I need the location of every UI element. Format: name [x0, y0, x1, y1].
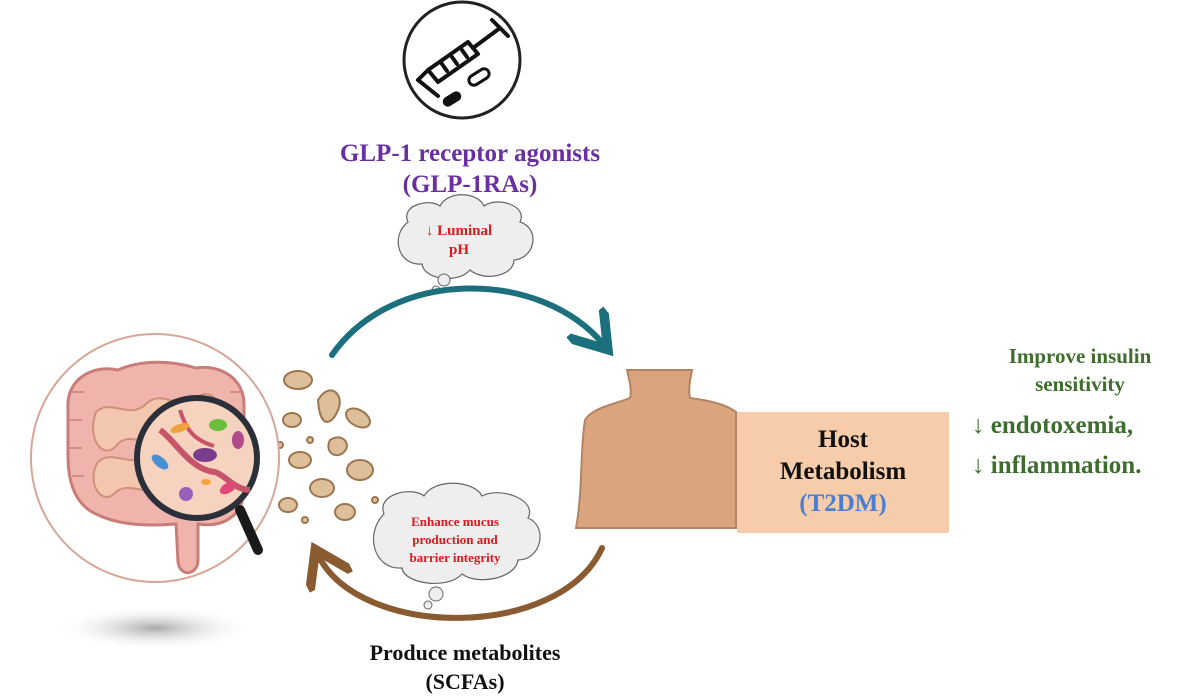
mucus-barrier-line1: Enhance mucus — [411, 514, 499, 529]
drug-title: GLP-1 receptor agonists (GLP-1RAs) — [300, 138, 640, 200]
bottom-cycle-arrow — [318, 548, 605, 621]
outcome-endotoxemia: ↓ endotoxemia, — [972, 412, 1134, 439]
luminal-ph-line1: ↓ Luminal — [425, 223, 493, 239]
luminal-ph-label: ↓ Luminal pH — [400, 222, 518, 260]
outcome-line1: Improve insulin — [1008, 344, 1152, 368]
luminal-ph-line2: pH — [448, 242, 469, 258]
drug-title-line1: GLP-1 receptor agonists — [339, 140, 601, 167]
outcomes-list: Improve insulin sensitivity ↓ endotoxemi… — [972, 342, 1200, 486]
host-line3: (T2DM) — [799, 490, 887, 517]
outcome-insulin: Improve insulin sensitivity — [972, 342, 1188, 398]
top-cycle-arrow — [329, 285, 604, 358]
mucus-barrier-line3: barrier integrity — [409, 550, 501, 565]
host-metabolism-box — [737, 412, 949, 533]
magnifier-icon — [134, 395, 263, 555]
produce-line2: (SCFAs) — [425, 669, 505, 694]
metabolite-particles-icon — [266, 370, 379, 524]
outcome-inflammation: ↓ inflammation. — [972, 452, 1142, 479]
host-line2: Metabolism — [779, 458, 907, 485]
produce-line1: Produce metabolites — [369, 640, 561, 665]
mucus-barrier-cloud — [373, 482, 541, 610]
mucus-barrier-label: Enhance mucus production and barrier int… — [384, 513, 526, 567]
host-metabolism-label: Host Metabolism (T2DM) — [737, 424, 949, 520]
host-line1: Host — [818, 426, 868, 453]
produce-metabolites-label: Produce metabolites (SCFAs) — [300, 638, 630, 696]
mucus-barrier-line2: production and — [412, 532, 498, 547]
human-torso-icon — [574, 369, 737, 529]
outcome-line2: sensitivity — [1035, 372, 1125, 396]
syringe-pill-icon — [402, 0, 522, 120]
drug-title-line2: (GLP-1RAs) — [402, 171, 538, 198]
